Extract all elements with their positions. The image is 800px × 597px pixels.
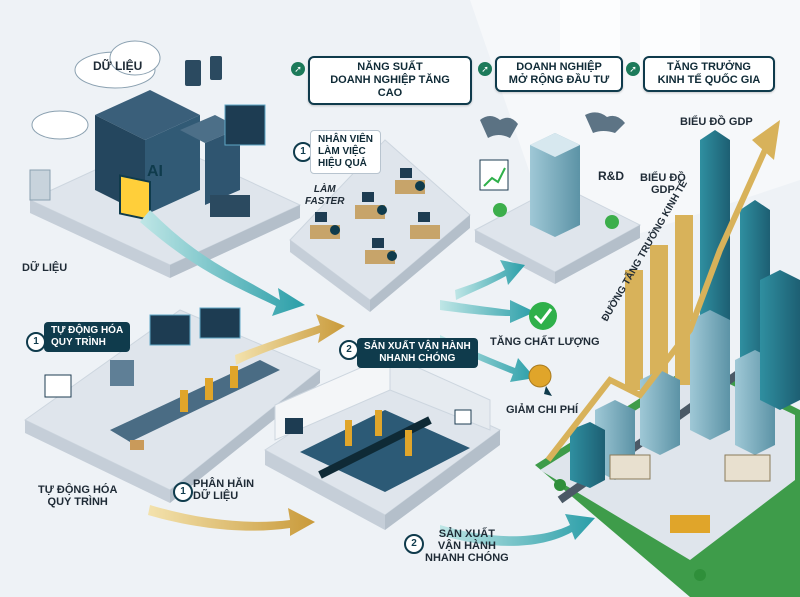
automation-tag: TỰ ĐỘNG HÓA QUY TRÌNH [44, 322, 131, 352]
gdp-chart-label-top: BIỂU ĐỒ GDP [680, 116, 753, 128]
growth-arrow-icon: ➚ [478, 62, 492, 76]
automation-label-bottom-line1: TỰ ĐỘNG HÓA [38, 484, 118, 496]
work-faster-label: LÀM FASTER [305, 184, 344, 208]
factory-platform [264, 354, 501, 530]
flow-box-investment-line2: MỞ RỘNG ĐẦU TƯ [508, 74, 610, 86]
step-number-2: 2 [404, 534, 424, 554]
rnd-platform [473, 112, 642, 284]
flow-box-productivity: NĂNG SUẤT DOANH NGHIỆP TĂNG CAO [308, 56, 472, 105]
ai-chip-label: AI [147, 163, 163, 180]
production-label-bottom-line3: NHANH CHÓNG [425, 552, 509, 564]
production-tag-line2: NHANH CHÓNG [379, 353, 456, 364]
flow-box-productivity-line1: NĂNG SUẤT [357, 61, 423, 73]
production-label-bottom: SẢN XUẤT VẬN HÀNH NHANH CHÓNG [425, 528, 509, 564]
check-circle-icon [529, 302, 557, 330]
step-number-2: 2 [339, 340, 359, 360]
staff-efficiency-label: NHÂN VIÊN LÀM VIỆC HIỆU QUẢ [310, 130, 382, 174]
cost-label: GIẢM CHI PHÍ [506, 404, 579, 416]
production-tag: SẢN XUẤT VẬN HÀNH NHANH CHÓNG [357, 338, 478, 368]
flow-box-investment: DOANH NGHIỆP MỞ RỘNG ĐẦU TƯ [495, 56, 623, 92]
flow-box-investment-line1: DOANH NGHIỆP [516, 61, 602, 73]
staff-efficiency-line1: NHÂN VIÊN [318, 134, 374, 145]
office-platform [289, 139, 471, 312]
gdp-chart-label-mid: BIỂU ĐỒ GDP [640, 172, 686, 196]
automation-label-bottom: TỰ ĐỘNG HÓA QUY TRÌNH [38, 484, 117, 508]
quality-label: TĂNG CHẤT LƯỢNG [490, 336, 600, 348]
production-tag-line1: SẢN XUẤT VẬN HÀNH [364, 341, 471, 352]
work-faster-line2: FASTER [305, 196, 345, 207]
flow-box-national-growth: TĂNG TRƯỞNG KINH TẾ QUỐC GIA [643, 56, 775, 92]
rnd-label: R&D [598, 169, 624, 183]
gdp-chart-label-mid-line2: GDP [651, 184, 675, 196]
flow-box-national-growth-line2: KINH TẾ QUỐC GIA [657, 74, 761, 86]
ai-server-platform [28, 90, 302, 278]
growth-arrow-icon: ➚ [626, 62, 640, 76]
gdp-chart-label-mid-line1: BIỂU ĐỒ [640, 172, 686, 184]
device-icons [185, 56, 222, 86]
production-label-bottom-line1: SẢN XUẤT [438, 528, 495, 540]
step-number-1: 1 [26, 332, 46, 352]
data-analysis-line1: PHÂN HĂIN [193, 478, 255, 490]
step-number-1: 1 [173, 482, 193, 502]
automation-label-bottom-line2: QUY TRÌNH [47, 496, 108, 508]
work-faster-line1: LÀM [313, 184, 336, 195]
city-growth-chart [535, 120, 800, 597]
data-analysis-line2: DỮ LIỆU [193, 490, 239, 502]
growth-arrow-icon: ➚ [291, 62, 305, 76]
data-label-left: DỮ LIỆU [22, 262, 68, 274]
automation-tag-line2: QUY TRÌNH [51, 337, 106, 348]
data-label-top: DỮ LIỆU [93, 59, 143, 73]
cloud-icon [31, 40, 161, 140]
data-analysis-label: PHÂN HĂIN DỮ LIỆU [193, 478, 254, 502]
coin-down-icon [528, 364, 552, 396]
production-label-bottom-line2: VẬN HÀNH [437, 540, 496, 552]
staff-efficiency-line3: HIỆU QUẢ [318, 158, 367, 169]
flow-box-national-growth-line1: TĂNG TRƯỞNG [667, 61, 751, 73]
flow-box-productivity-line2: DOANH NGHIỆP TĂNG CAO [330, 74, 450, 99]
automation-tag-line1: TỰ ĐỘNG HÓA [51, 325, 124, 336]
staff-efficiency-line2: LÀM VIỆC [318, 146, 366, 157]
step-number-1: 1 [293, 142, 313, 162]
